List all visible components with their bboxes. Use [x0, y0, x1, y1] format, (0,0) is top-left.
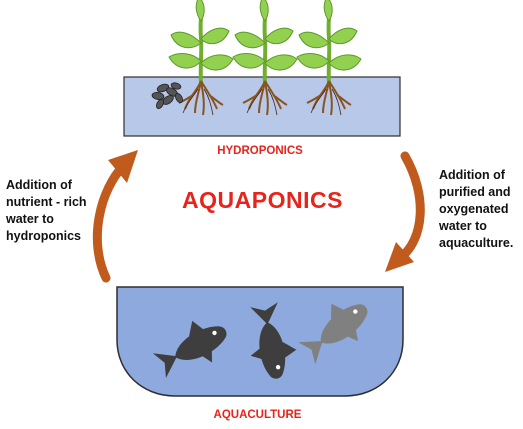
right-note: Addition of purified and oxygenated wate… — [439, 168, 514, 250]
diagram-title: AQUAPONICS — [182, 187, 343, 213]
left-arrow-icon — [92, 150, 138, 283]
aquaculture-label: AQUACULTURE — [213, 409, 302, 421]
right-arrow-icon — [385, 151, 425, 272]
left-note: Addition of nutrient - rich water to hyd… — [6, 178, 87, 243]
hydroponics-label: HYDROPONICS — [217, 145, 303, 157]
worm-cluster-icon — [151, 82, 184, 109]
